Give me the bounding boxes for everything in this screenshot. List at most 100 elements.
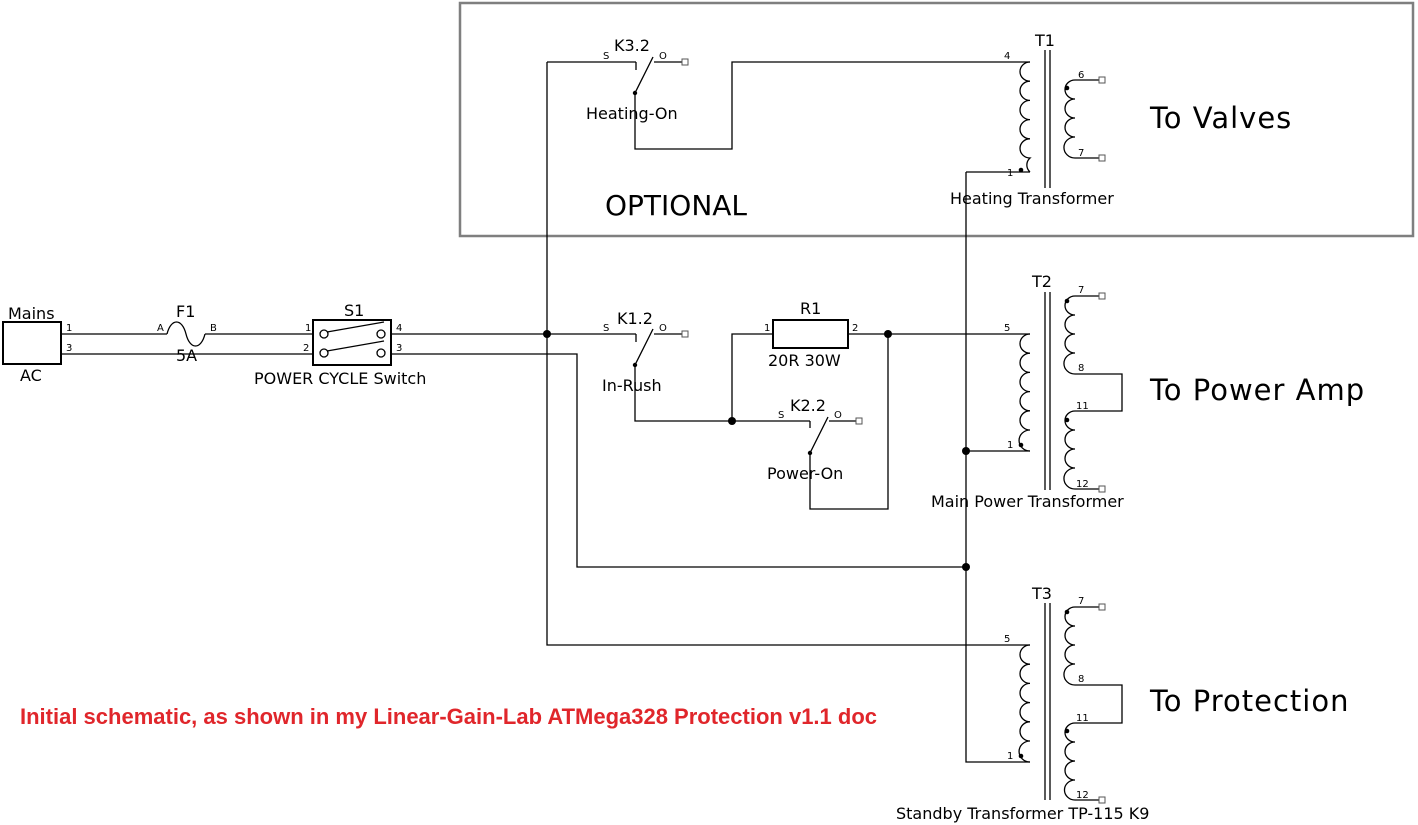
relay-name: Power-On (767, 464, 843, 483)
relay-k1: S O K1.2 In-Rush (602, 309, 689, 395)
transformer-pin: 7 (1078, 596, 1084, 607)
mains-sub-label: AC (20, 366, 42, 385)
junction-dots (543, 330, 970, 571)
relay-pin-o: O (659, 323, 667, 334)
wire-bypass-to-r1 (731, 333, 773, 421)
transformer-ref: T3 (1031, 584, 1052, 603)
transformer-pin: 8 (1078, 674, 1084, 685)
polarity-dot (1018, 167, 1024, 173)
polarity-dot (1064, 728, 1070, 734)
switch-levers (326, 321, 385, 352)
secondary-leads (1075, 79, 1102, 159)
relay-terminal (681, 58, 689, 66)
transformer-ref: T1 (1034, 31, 1055, 50)
relay-ref: K1.2 (617, 309, 653, 328)
switch-name: POWER CYCLE Switch (254, 369, 426, 388)
output-terminal (1098, 76, 1106, 84)
optional-label: OPTIONAL (605, 189, 747, 222)
fuse-value: 5A (176, 346, 197, 365)
mains-pin-top: 1 (66, 323, 72, 334)
wire-neutral-bus (391, 353, 966, 568)
resistor-r1: R1 20R 30W 1 2 (764, 299, 858, 370)
transformer-pin: 1 (1007, 751, 1013, 762)
relay-blade (809, 416, 829, 454)
switch-pin: 2 (303, 343, 309, 354)
secondary-winding (1063, 606, 1076, 686)
polarity-dot (1064, 609, 1070, 615)
resistor-value: 20R 30W (768, 351, 841, 370)
transformer-name: Main Power Transformer (931, 492, 1124, 511)
relay-k3: S O K3.2 Heating-On (586, 36, 689, 123)
output-label: To Power Amp (1149, 373, 1365, 407)
junction-dot (728, 417, 736, 425)
secondary-winding (1063, 410, 1076, 490)
output-terminal (1098, 485, 1106, 493)
relay-name: In-Rush (602, 376, 662, 395)
output-label: To Valves (1149, 101, 1292, 135)
polarity-dot (1064, 85, 1070, 91)
transformer-core (1044, 603, 1051, 800)
primary-winding (1018, 644, 1031, 763)
mains-label: Mains (8, 304, 55, 323)
transformer-pin: 11 (1076, 713, 1089, 724)
mains-pin-bottom: 3 (66, 343, 72, 354)
transformer-pin: 1 (1007, 440, 1013, 451)
resistor-pin: 1 (764, 323, 770, 334)
mains-connector: Mains AC 1 3 (2, 304, 72, 385)
output-terminal (1098, 292, 1106, 300)
fuse-ref: F1 (176, 302, 195, 321)
transformer-t3: T3 5 1 7 8 11 12 Standby Transformer TP-… (896, 584, 1348, 823)
resistor-body (772, 319, 849, 349)
transformer-pin: 8 (1078, 363, 1084, 374)
switch-pin: 3 (396, 343, 402, 354)
switch-s1: S1 POWER CYCLE Switch 1 2 4 3 (254, 301, 426, 388)
transformer-pin: 7 (1078, 148, 1084, 159)
mains-box (2, 321, 62, 365)
primary-winding (1019, 61, 1032, 173)
transformer-pin: 1 (1007, 168, 1013, 179)
relay-ref: K3.2 (614, 36, 650, 55)
relay-terminal (681, 330, 689, 338)
transformer-core (1044, 50, 1051, 188)
relay-pin-s: S (603, 323, 609, 334)
relay-ref: K2.2 (790, 396, 826, 415)
relay-terminal (855, 417, 863, 425)
output-terminal (1098, 796, 1106, 804)
relay-pin-s: S (778, 410, 784, 421)
relay-pin-s: S (603, 51, 609, 62)
relay-name: Heating-On (586, 104, 678, 123)
switch-contact (376, 348, 386, 358)
transformer-pin: 12 (1076, 479, 1089, 490)
wire-neutral-return (965, 172, 1030, 763)
transformer-pin: 12 (1076, 790, 1089, 801)
polarity-dot (1018, 753, 1024, 759)
transformer-t1: T1 4 1 6 7 Heating Transformer To Valves (950, 31, 1292, 208)
output-terminal (1098, 154, 1106, 162)
junction-dot (962, 447, 970, 455)
relay-blade (634, 56, 654, 94)
polarity-dot (1018, 442, 1024, 448)
relay-blade (634, 328, 654, 366)
fuse-f1: F1 5A A B (157, 302, 217, 365)
relay-pin-o: O (834, 410, 842, 421)
junction-dot (962, 563, 970, 571)
secondary-winding (1063, 295, 1076, 375)
wire-k2-loop (809, 334, 889, 510)
fuse-symbol (166, 321, 206, 347)
switch-pin: 4 (396, 323, 402, 334)
secondary-leads (1075, 295, 1123, 490)
transformer-pin: 7 (1078, 285, 1084, 296)
secondary-winding (1063, 79, 1076, 159)
wire-k3-to-t1 (634, 61, 1030, 150)
fuse-pin-a: A (157, 323, 164, 334)
junction-dot (884, 330, 892, 338)
resistor-pin: 2 (852, 323, 858, 334)
wire-k1-to-k2 (634, 334, 810, 422)
transformer-t2: T2 5 1 7 8 11 12 Main Power Transformer … (931, 272, 1365, 511)
relay-pin-o: O (659, 51, 667, 62)
transformer-pin: 5 (1004, 634, 1010, 645)
transformer-core (1044, 292, 1051, 490)
fuse-pin-b: B (210, 323, 217, 334)
